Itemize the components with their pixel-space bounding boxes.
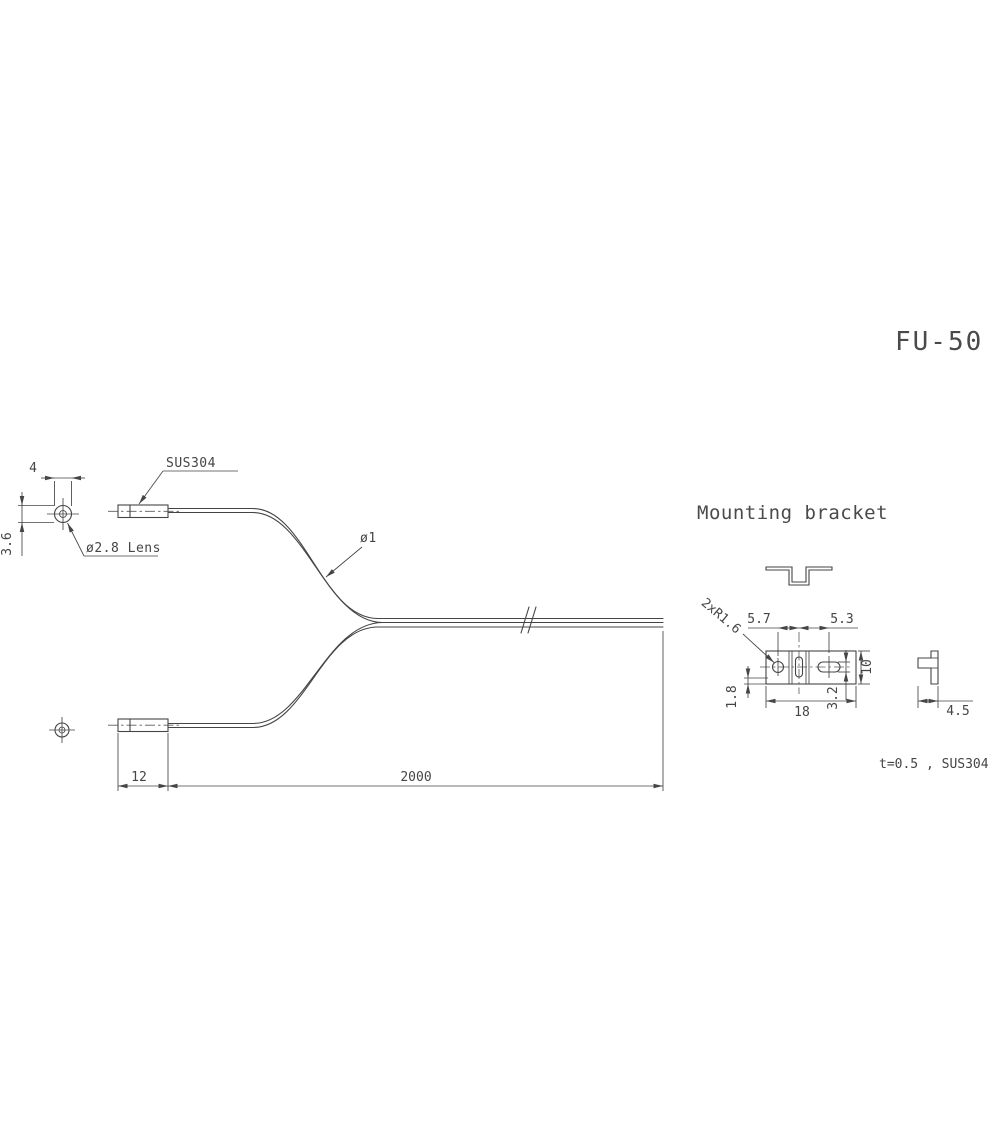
mounting-bracket-drawing: Mounting bracket 2xR1.6	[697, 502, 989, 772]
center-slot	[794, 656, 804, 678]
bracket-front-view	[760, 632, 857, 694]
cable-break-mark	[520, 606, 530, 634]
fiber-cable	[167, 507, 664, 729]
fiber-diameter-label: ø1	[360, 531, 377, 546]
fiber-head-outline	[54, 722, 70, 738]
lens-label: ø2.8 Lens	[86, 541, 161, 556]
dimension-text-length: 2000	[400, 770, 431, 785]
dimension-text-depth: 4.5	[946, 704, 969, 719]
cable-upper-branch-outer	[167, 507, 664, 620]
profile-outer-surface	[765, 566, 833, 583]
lens-circle	[59, 510, 67, 518]
dimension-head-width: 4	[29, 461, 85, 506]
fiber-diameter-callout: ø1	[325, 531, 377, 578]
bracket-outline	[765, 650, 857, 685]
lens-callout: ø2.8 Lens	[67, 522, 161, 557]
dimension-sleeve-length: 12	[117, 733, 169, 791]
bracket-side-view	[917, 650, 939, 685]
dimension-text-head-height: 3.6	[0, 532, 15, 555]
bracket-material-note: t=0.5 , SUS304	[879, 757, 989, 772]
fiber-end-view-top	[47, 498, 79, 530]
dimension-lip: 1.8	[725, 666, 768, 709]
drawing-title: FU-50	[895, 327, 983, 357]
fiber-sleeve-bottom	[108, 718, 180, 733]
fiber-core-circle	[58, 726, 66, 734]
bracket-top-profile-view	[765, 566, 833, 586]
dimension-text-hole-offset: 5.7	[747, 612, 770, 627]
dimension-bracket-width: 18	[765, 686, 857, 720]
cable-lower-branch-outer	[167, 626, 664, 729]
dimension-text-width: 18	[794, 705, 810, 720]
dimension-slot-offset: 5.3	[799, 612, 858, 653]
dimension-text-slot-height: 3.2	[826, 686, 841, 709]
leader-line	[742, 633, 775, 663]
cable-break-mark	[527, 606, 537, 634]
dimension-text-sleeve: 12	[131, 770, 147, 785]
dimension-slot-height: 3.2	[826, 650, 850, 710]
material-callout: SUS304	[138, 456, 238, 505]
leader-line	[138, 470, 164, 505]
fiber-end-view-bottom	[49, 717, 75, 743]
leader-line	[325, 546, 363, 578]
dimension-head-height: 3.6	[0, 492, 54, 556]
fiber-unit-drawing: 4 3.6 SUS304 ø2.8 Lens	[0, 456, 664, 791]
dimension-text-slot-offset: 5.3	[830, 612, 853, 627]
fiber-sleeve-top	[108, 504, 180, 519]
fiber-head-outline	[53, 504, 73, 524]
bracket-section-title: Mounting bracket	[697, 502, 888, 524]
side-view-outline	[917, 650, 939, 685]
hole-radius-label: 2xR1.6	[698, 596, 744, 638]
dimension-hole-offset: 5.7	[747, 612, 799, 656]
sleeve-outline	[117, 504, 169, 519]
dimension-bracket-height: 10	[858, 650, 875, 685]
profile-inner-surface	[765, 569, 833, 586]
material-label: SUS304	[166, 456, 216, 471]
cable-lower-branch-inner	[167, 621, 384, 725]
sleeve-outline	[117, 718, 169, 733]
hole-radius-callout: 2xR1.6	[698, 596, 775, 663]
dimension-cable-length: 2000	[168, 631, 664, 791]
leader-line	[67, 522, 85, 557]
dimension-bracket-depth: 4.5	[917, 686, 973, 719]
dimension-text-head-width: 4	[29, 461, 37, 476]
dimension-text-lip: 1.8	[725, 685, 740, 708]
dimension-text-height: 10	[860, 659, 875, 675]
cable-upper-branch-inner	[167, 511, 664, 624]
